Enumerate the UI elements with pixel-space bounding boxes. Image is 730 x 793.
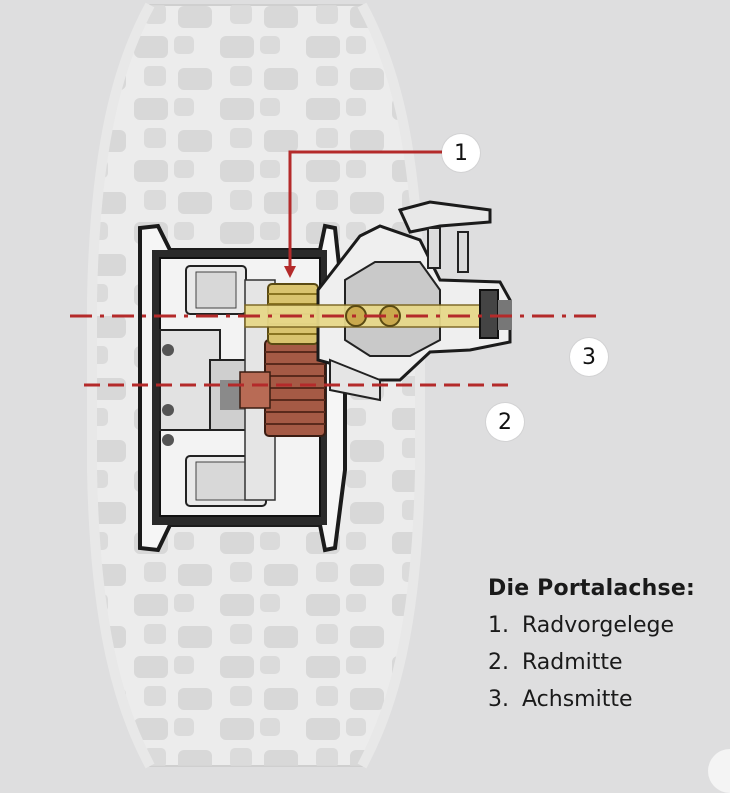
legend-item-number: 1. (488, 613, 509, 638)
legend-item-1: 1. Radvorgelege (488, 613, 695, 638)
legend-item-3: 3. Achsmitte (488, 687, 695, 712)
axle-housing (244, 200, 512, 402)
legend-title: Die Portalachse: (488, 576, 695, 601)
legend-item-text: Radmitte (522, 650, 623, 675)
legend-item-number: 3. (488, 687, 509, 712)
leader-line-1 (288, 150, 442, 268)
portal-axle-diagram: 1 3 2 Die Portalachse: 1. Radvorgelege 2.… (70, 2, 730, 793)
marker-1: 1 (442, 134, 480, 172)
leader-arrowhead-1 (284, 266, 296, 278)
legend: Die Portalachse: 1. Radvorgelege 2. Radmit… (488, 576, 695, 724)
marker-3: 3 (570, 338, 608, 376)
portal-gears (239, 283, 326, 437)
legend-item-2: 2. Radmitte (488, 650, 695, 675)
legend-item-text: Radvorgelege (522, 613, 675, 638)
legend-item-text: Achsmitte (522, 687, 633, 712)
diagram-illustration (70, 2, 600, 769)
legend-item-number: 2. (488, 650, 509, 675)
marker-2: 2 (486, 403, 524, 441)
reference-lines (70, 150, 600, 387)
